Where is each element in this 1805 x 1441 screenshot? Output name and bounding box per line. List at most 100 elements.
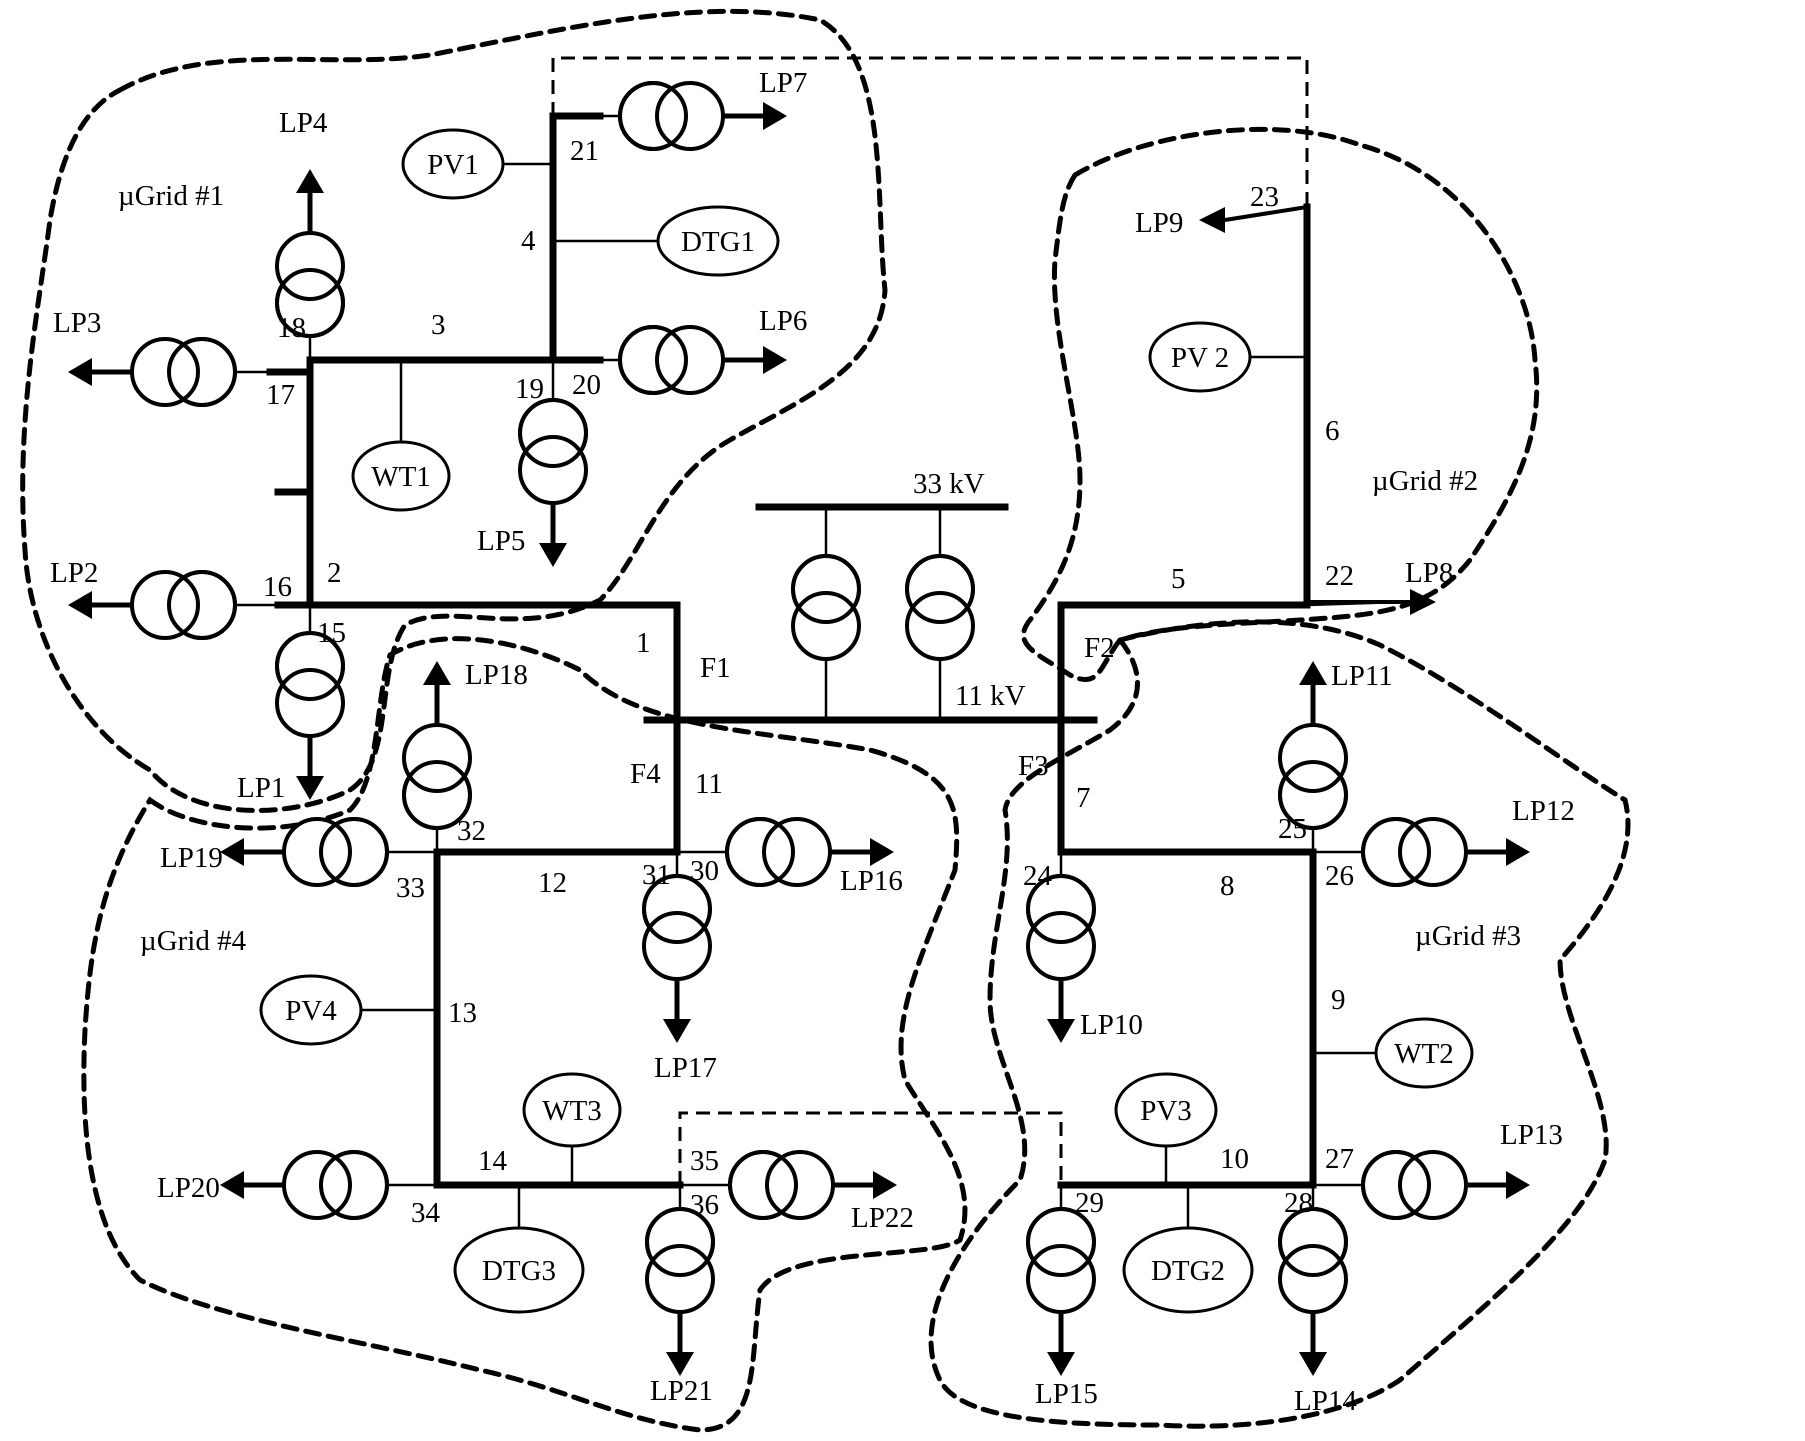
generator-dtg3: DTG3: [453, 1185, 585, 1314]
bus-number-20: 20: [572, 369, 601, 401]
generator-pv4: PV4: [259, 974, 437, 1046]
load-lp10: [1026, 852, 1096, 1043]
generator-label: DTG1: [681, 226, 755, 258]
tie-line-35-29: [678, 1111, 1063, 1185]
bus-number-10: 10: [1220, 1143, 1249, 1175]
load-label-lp22: LP22: [851, 1202, 914, 1234]
bus-number-21: 21: [570, 135, 599, 167]
bus-number-19: 19: [515, 373, 544, 405]
bus-number-11: 11: [695, 768, 723, 800]
load-lp8: [1307, 589, 1436, 615]
load-lp15: [1026, 1185, 1096, 1376]
load-lp2: [68, 570, 310, 640]
load-label-lp11: LP11: [1331, 660, 1393, 692]
generator-label: DTG2: [1151, 1255, 1225, 1287]
bus-number-27: 27: [1325, 1143, 1354, 1175]
generator-label: WT1: [371, 461, 431, 493]
load-label-lp20: LP20: [157, 1172, 220, 1204]
bus-number-22: 22: [1325, 560, 1354, 592]
load-lp9: [1199, 205, 1308, 233]
generator-label: PV3: [1140, 1095, 1192, 1127]
generator-label: PV4: [285, 995, 337, 1027]
load-label-lp2: LP2: [50, 557, 98, 589]
generator-label: WT3: [542, 1095, 602, 1127]
generator-label: DTG3: [482, 1255, 556, 1287]
voltage-label-33kv: 33 kV: [913, 468, 985, 500]
bus-number-29: 29: [1075, 1187, 1104, 1219]
load-lp13: [1313, 1150, 1530, 1220]
load-lp18: [402, 661, 472, 852]
bus-number-32: 32: [457, 815, 486, 847]
bus-number-15: 15: [317, 617, 346, 649]
bus-number-5: 5: [1171, 563, 1186, 595]
generator-label: WT2: [1394, 1038, 1454, 1070]
generator-wt3: WT3: [522, 1072, 622, 1185]
generator-label: PV 2: [1171, 342, 1229, 374]
zone-boundary-ugrid3: [928, 619, 1631, 1429]
tie-line-21-23: [551, 56, 1309, 207]
generator-label: PV1: [427, 149, 479, 181]
load-label-lp13: LP13: [1500, 1119, 1563, 1151]
bus-number-28: 28: [1284, 1187, 1313, 1219]
microgrid-label-1: µGrid #1: [118, 180, 224, 212]
load-lp11: [1278, 661, 1348, 852]
generator-wt1: WT1: [351, 360, 451, 512]
bus-number-13: 13: [448, 997, 477, 1029]
bus-number-16: 16: [263, 571, 292, 603]
load-lp14: [1278, 1185, 1348, 1376]
bus-number-25: 25: [1278, 813, 1307, 845]
bus-number-23: 23: [1250, 181, 1279, 213]
load-label-lp21: LP21: [650, 1375, 713, 1407]
bus-number-4: 4: [521, 225, 536, 257]
generator-pv3: PV3: [1114, 1072, 1218, 1185]
bus-number-33: 33: [396, 872, 425, 904]
substation-transformer-a: [791, 554, 861, 661]
generator-pv1: PV1: [401, 128, 553, 200]
load-lp7: [600, 81, 787, 151]
generator-wt2: WT2: [1313, 1017, 1474, 1089]
load-label-lp3: LP3: [53, 307, 101, 339]
bus-number-3: 3: [431, 309, 446, 341]
load-lp6: [600, 325, 787, 395]
bus-number-14: 14: [478, 1145, 508, 1177]
load-label-lp15: LP15: [1035, 1378, 1098, 1410]
bus-number-24: 24: [1023, 860, 1053, 892]
bus-number-1: 1: [636, 627, 651, 659]
feeder-label-f4: F4: [630, 758, 661, 790]
load-label-lp16: LP16: [840, 865, 903, 897]
bus-number-18: 18: [277, 312, 306, 344]
bus-number-12: 12: [538, 867, 567, 899]
bus-number-8: 8: [1220, 870, 1235, 902]
bus-number-9: 9: [1331, 984, 1346, 1016]
load-lp5: [518, 360, 588, 567]
load-label-lp10: LP10: [1080, 1009, 1143, 1041]
load-label-lp7: LP7: [759, 67, 807, 99]
load-label-lp6: LP6: [759, 305, 807, 337]
load-label-lp8: LP8: [1405, 557, 1453, 589]
bus-number-7: 7: [1076, 782, 1091, 814]
voltage-label-11kv: 11 kV: [955, 680, 1026, 712]
generator-dtg2: DTG2: [1122, 1185, 1254, 1314]
generator-dtg1: DTG1: [553, 205, 780, 277]
load-lp20: [220, 1150, 437, 1220]
substation-transformer-b: [905, 554, 975, 661]
bus-number-35: 35: [690, 1145, 719, 1177]
load-lp12: [1313, 817, 1530, 887]
bus-number-30: 30: [690, 855, 719, 887]
load-label-lp12: LP12: [1512, 795, 1575, 827]
load-label-lp14: LP14: [1294, 1385, 1357, 1417]
load-lp1: [275, 605, 345, 800]
microgrid-label-4: µGrid #4: [140, 925, 247, 957]
bus-number-26: 26: [1325, 860, 1354, 892]
load-label-lp9: LP9: [1135, 207, 1183, 239]
feeder-label-f2: F2: [1084, 632, 1115, 664]
bus-number-31: 31: [642, 859, 671, 891]
load-label-lp19: LP19: [160, 842, 223, 874]
load-lp21: [645, 1185, 715, 1376]
load-lp19: [220, 817, 437, 887]
load-label-lp4: LP4: [279, 107, 328, 139]
bus-number-2: 2: [327, 557, 342, 589]
zone-boundary-ugrid4: [81, 636, 968, 1433]
load-lp4: [275, 169, 345, 360]
feeder-label-f3: F3: [1018, 750, 1049, 782]
